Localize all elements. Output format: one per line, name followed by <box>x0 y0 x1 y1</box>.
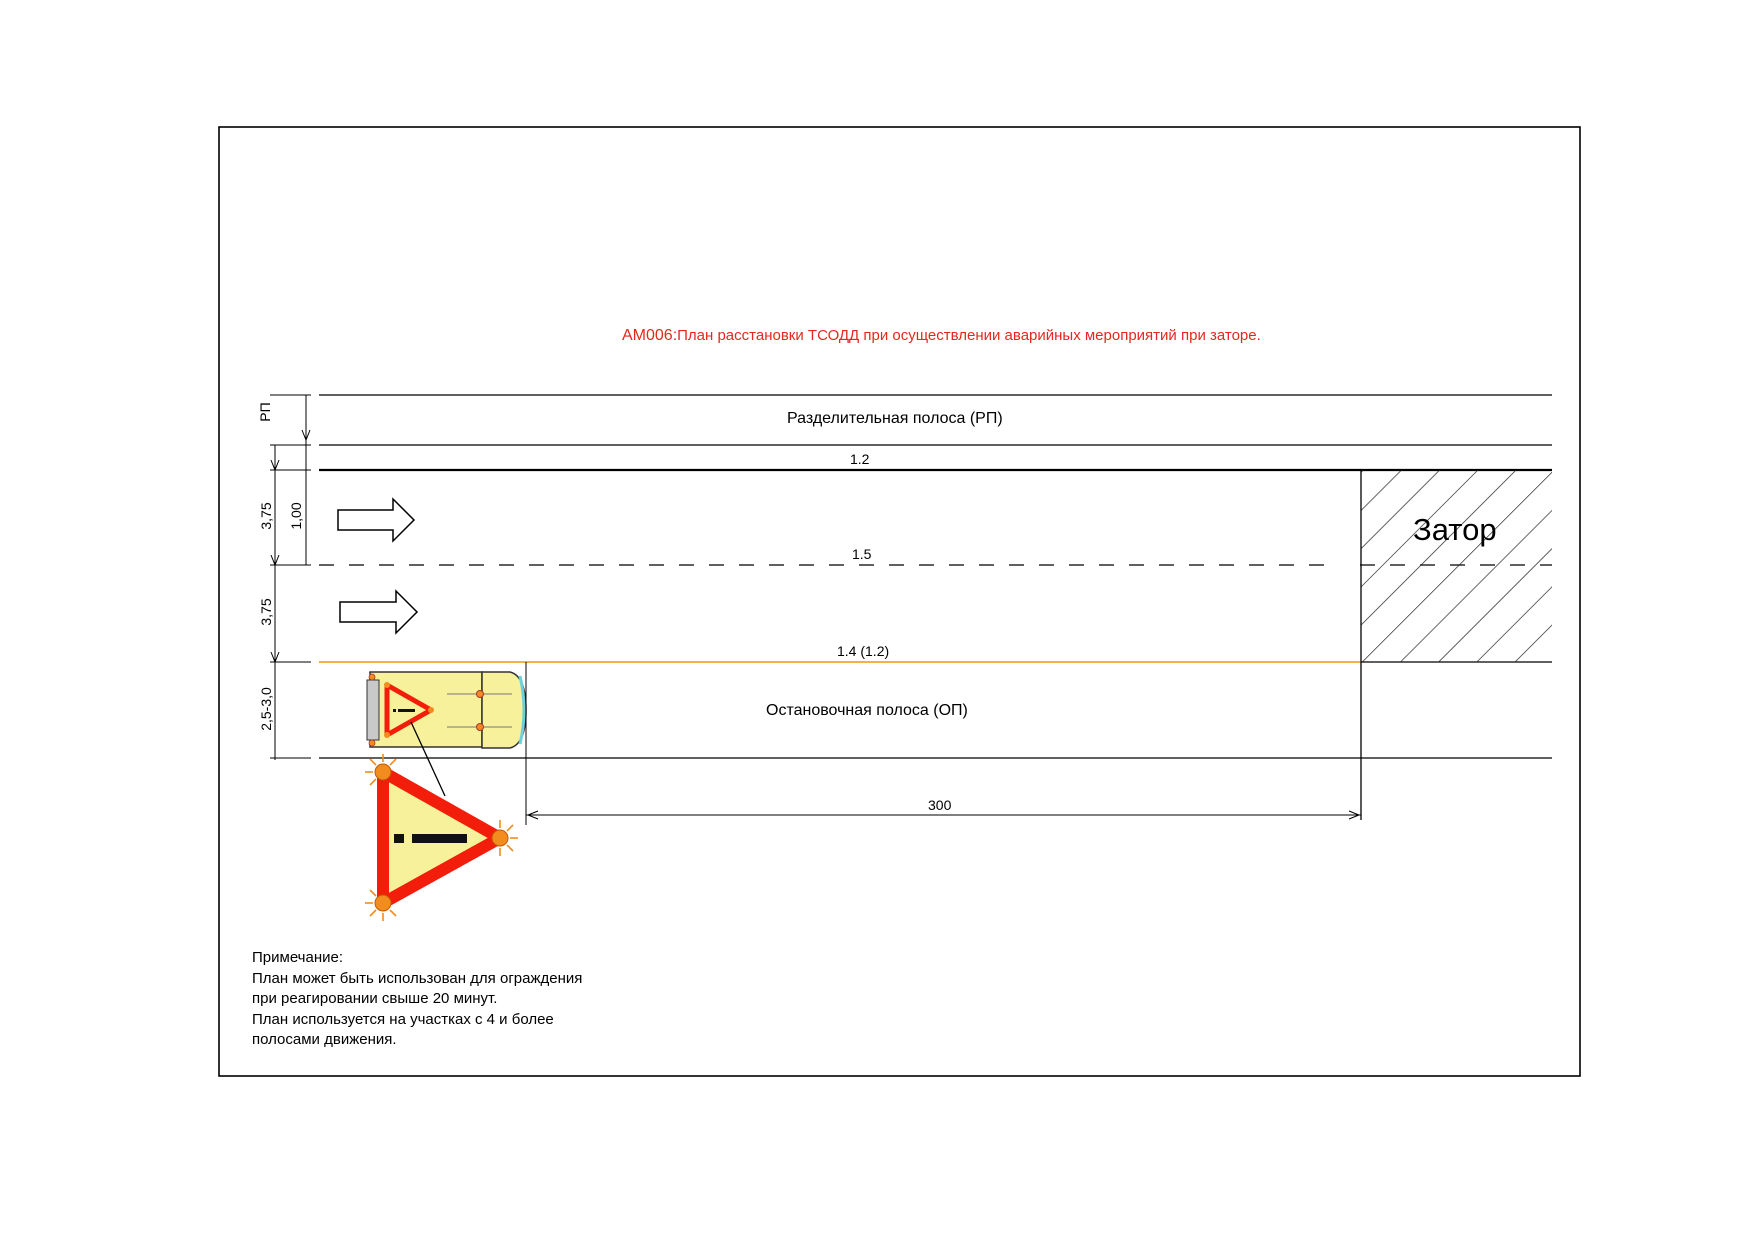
note-heading: Примечание: <box>252 949 343 966</box>
traffic-arrow-lane2 <box>339 589 419 635</box>
sheet-frame <box>218 126 1581 1077</box>
dim-shoulder-label: 2,5-3,0 <box>258 687 274 731</box>
vehicle-sign-exclamation-dot <box>393 709 396 712</box>
sign-leader-line <box>410 721 446 797</box>
traffic-arrow-lane1 <box>337 497 416 543</box>
median-label: Разделительная полоса (РП) <box>787 410 1003 427</box>
dim-arrow-rp <box>301 429 311 442</box>
marking-1-2-label: 1.2 <box>850 451 870 467</box>
dim-arrow-1 <box>270 459 280 472</box>
service-vehicle <box>366 671 527 749</box>
plan-title: АМ006:План расстановки ТСОДД при осущест… <box>622 327 1261 345</box>
vehicle-corner-1 <box>368 673 376 681</box>
dim-lane1-inner-label: 1,00 <box>288 502 304 530</box>
vehicle-sign-beacon-2 <box>428 707 434 713</box>
marking-1-4-label: 1.4 (1.2) <box>837 643 890 659</box>
vehicle-windshield <box>518 675 526 745</box>
dim-lane2-label: 3,75 <box>258 598 274 626</box>
vehicle-sign-beacon-3 <box>384 732 390 738</box>
dim-arrow-3 <box>270 651 280 664</box>
warning-exclamation-dot <box>394 834 404 843</box>
dim-300-arrow-left <box>526 810 539 820</box>
vehicle-sign-beacon-1 <box>384 682 390 688</box>
beacon-top-light <box>374 763 392 781</box>
plan-title-text: План расстановки ТСОДД при осуществлении… <box>677 327 1261 344</box>
beacon-bottom-light <box>374 894 392 912</box>
vehicle-corner-2 <box>368 739 376 747</box>
shoulder-label: Остановочная полоса (ОП) <box>766 702 968 719</box>
dim-arrow-2 <box>270 554 280 567</box>
vehicle-light-1 <box>476 690 484 698</box>
dim-300-label: 300 <box>928 797 952 813</box>
warning-exclamation-bar <box>412 834 467 843</box>
vehicle-light-2 <box>476 723 484 731</box>
beacon-bottom <box>365 889 397 921</box>
jam-label: Затор <box>1413 512 1497 547</box>
beacon-right <box>499 820 518 856</box>
dim-rp-label: РП <box>257 402 273 422</box>
note-line-4: полосами движения. <box>252 1031 397 1048</box>
plan-note: Примечание: План может быть использован … <box>252 948 582 1051</box>
vehicle-sign-exclamation-bar <box>398 709 415 712</box>
vehicle-cab <box>481 671 527 749</box>
warning-triangle-large <box>365 754 518 921</box>
note-line-1: План может быть использован для огражден… <box>252 969 583 987</box>
dim-lane1-label: 3,75 <box>258 502 274 530</box>
jam-zone <box>1361 470 1552 662</box>
note-line-3: План используется на участках с 4 и боле… <box>252 1010 554 1028</box>
marking-1-5-label: 1.5 <box>852 546 872 562</box>
plan-code: АМ006: <box>622 327 678 344</box>
beacon-right-light <box>491 829 509 847</box>
beacon-top <box>365 754 397 786</box>
dim-300-arrow-right <box>1348 810 1361 820</box>
note-line-2: при реагировании свыше 20 минут. <box>252 990 498 1007</box>
vehicle-rear <box>366 679 380 741</box>
